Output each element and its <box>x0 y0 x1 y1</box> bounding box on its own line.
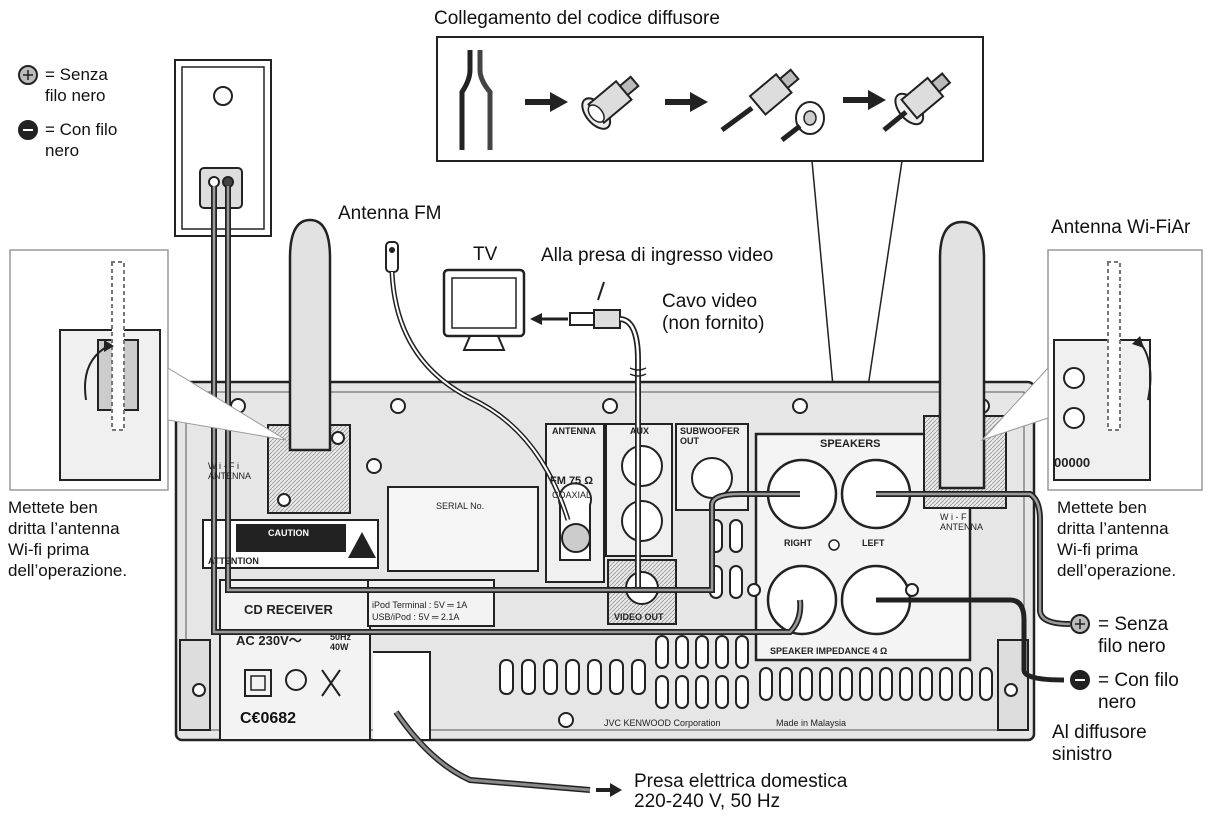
panel-aux: AUX <box>630 426 650 436</box>
wifi-note-right: Mettete ben dritta l’antenna Wi-fi prima… <box>1057 498 1177 580</box>
panel-made-in: Made in Malaysia <box>776 718 847 728</box>
antenna-wifi-label: Antenna Wi-FiAr <box>1051 217 1191 238</box>
connection-title: Collegamento del codice diffusore <box>434 8 720 29</box>
wifi-antenna-right <box>938 220 986 490</box>
panel-fm: FM 75 Ω <box>550 475 594 487</box>
panel-right: RIGHT <box>784 538 812 548</box>
connection-steps-box <box>436 36 984 162</box>
speaker-cables <box>211 186 1071 683</box>
panel-antenna-group: ANTENNA <box>552 426 596 436</box>
panel-video-out: VIDEO OUT <box>614 612 664 622</box>
panel-wifi-left: W i - F i ANTENNA <box>208 461 252 481</box>
panel-ce: C€0682 <box>240 710 297 727</box>
panel-power-rating: 50Hz 40W <box>330 632 352 652</box>
panel-serial: SERIAL No. <box>436 501 485 511</box>
panel-ipod-terminal: iPod Terminal : 5V ═ 1A <box>372 600 468 610</box>
video-cable-label: Cavo video (non fornito) <box>662 291 765 334</box>
panel-model: CD RECEIVER <box>244 602 333 617</box>
left-speaker-box <box>174 59 272 237</box>
legend-minus-icon-right <box>1070 670 1090 690</box>
panel-caution: CAUTION <box>268 528 309 538</box>
panel-speakers: SPEAKERS <box>820 438 881 450</box>
wifi-detail-inset-right <box>980 249 1203 491</box>
panel-maker: JVC KENWOOD Corporation <box>604 718 721 728</box>
legend-plus-icon-right <box>1070 614 1090 634</box>
legend-right-minus: = Con filo nero <box>1098 670 1179 713</box>
legend-left-minus: = Con filo nero <box>45 120 118 160</box>
panel-power: AC 230V～ <box>236 633 302 648</box>
panel-coaxial: COAXIAL <box>552 490 592 500</box>
panel-subwoofer: SUBWOOFER OUT <box>680 426 740 446</box>
antenna-fm-label: Antenna FM <box>338 203 442 224</box>
panel-usb-ipod: USB/iPod : 5V ═ 2.1A <box>372 612 460 622</box>
video-cable <box>530 281 647 590</box>
mains-label: Presa elettrica domestica 220-240 V, 50 … <box>634 771 848 812</box>
legend-minus-icon-left <box>18 120 38 140</box>
wifi-detail-inset-left <box>9 249 287 491</box>
panel-wifi-right: W i - F i ANTENNA <box>940 512 984 532</box>
tv-label: TV <box>473 244 498 265</box>
video-input-label: Alla presa di ingresso video <box>541 245 774 266</box>
panel-attention: ATTENTION <box>208 556 259 566</box>
legend-plus-icon-left <box>18 65 38 85</box>
legend-left-plus: = Senza filo nero <box>45 65 108 105</box>
panel-speaker-impedance: SPEAKER IMPEDANCE 4 Ω <box>770 646 888 656</box>
wifi-note-left: Mettete ben dritta l’antenna Wi-fi prima… <box>8 498 128 580</box>
wifi-antenna-left <box>288 218 332 452</box>
inset-panel-digits: 00000 <box>1054 455 1091 470</box>
tv-graphic <box>442 268 526 351</box>
left-speaker-label: Al diffusore sinistro <box>1052 722 1147 765</box>
panel-left: LEFT <box>862 538 885 548</box>
legend-right-plus: = Senza filo nero <box>1098 614 1169 657</box>
fm-antenna-wire <box>385 241 571 521</box>
